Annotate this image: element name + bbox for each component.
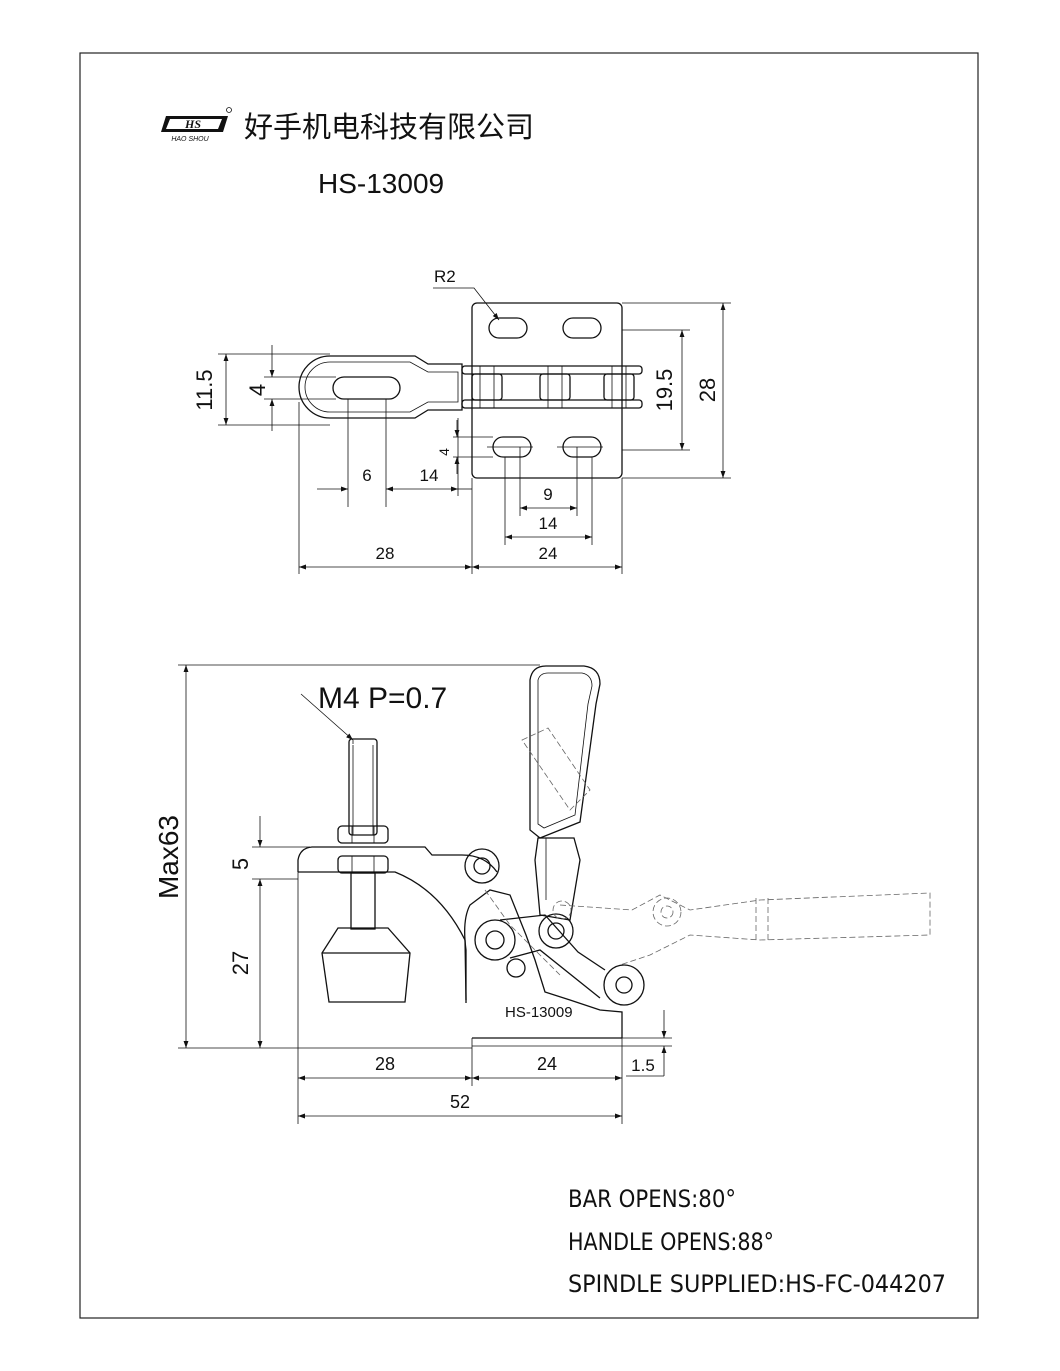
dim-52: 52: [450, 1092, 470, 1112]
model-title: HS-13009: [318, 168, 444, 199]
dim-4-slot: 4: [436, 448, 452, 456]
dim-28-bottom: 28: [376, 544, 395, 563]
body-model-label: HS-13009: [505, 1004, 573, 1021]
dim-r2: R2: [434, 267, 456, 286]
dim-9: 9: [543, 485, 552, 504]
dim-19-5: 19.5: [652, 369, 677, 412]
company-header: HS HAO SHOU 好手机电科技有限公司 HS-13009: [161, 107, 534, 199]
dim-4-left: 4: [245, 384, 270, 396]
logo-text: HS: [184, 117, 201, 131]
dim-max63: Max63: [153, 815, 184, 899]
spec-notes: BAR OPENS:80° HANDLE OPENS:88° SPINDLE S…: [568, 1185, 946, 1298]
dim-28-right: 28: [695, 378, 720, 402]
dim-27: 27: [228, 951, 253, 975]
dim-24-side: 24: [537, 1054, 557, 1074]
dim-11-5: 11.5: [192, 369, 217, 410]
spec-bar-opens: BAR OPENS:80°: [568, 1185, 736, 1213]
dim-14-bottom: 14: [539, 514, 558, 533]
drawing-frame: [79, 52, 979, 1319]
company-logo: HS HAO SHOU: [161, 107, 232, 143]
dim-6: 6: [362, 466, 371, 485]
company-name: 好手机电科技有限公司: [244, 110, 534, 144]
dim-24-bottom: 24: [539, 544, 558, 563]
spec-spindle-supplied: SPINDLE SUPPLIED:HS-FC-044207: [568, 1270, 946, 1298]
logo-subtext: HAO SHOU: [171, 136, 209, 143]
top-view: R2 11.5 4 6 14 4: [192, 267, 731, 574]
spec-handle-opens: HANDLE OPENS:88°: [568, 1228, 774, 1256]
side-view-dimensions: Max63 5 27 28 24 52 1.5: [153, 664, 672, 1124]
thread-spec-label: M4 P=0.7: [318, 682, 447, 715]
dim-5: 5: [228, 858, 253, 870]
top-view-dimensions: R2 11.5 4 6 14 4: [192, 267, 731, 574]
dim-28-side: 28: [375, 1054, 395, 1074]
dim-14-left: 14: [420, 466, 439, 485]
dim-1-5: 1.5: [631, 1056, 655, 1075]
side-view: M4 P=0.7: [153, 664, 931, 1124]
